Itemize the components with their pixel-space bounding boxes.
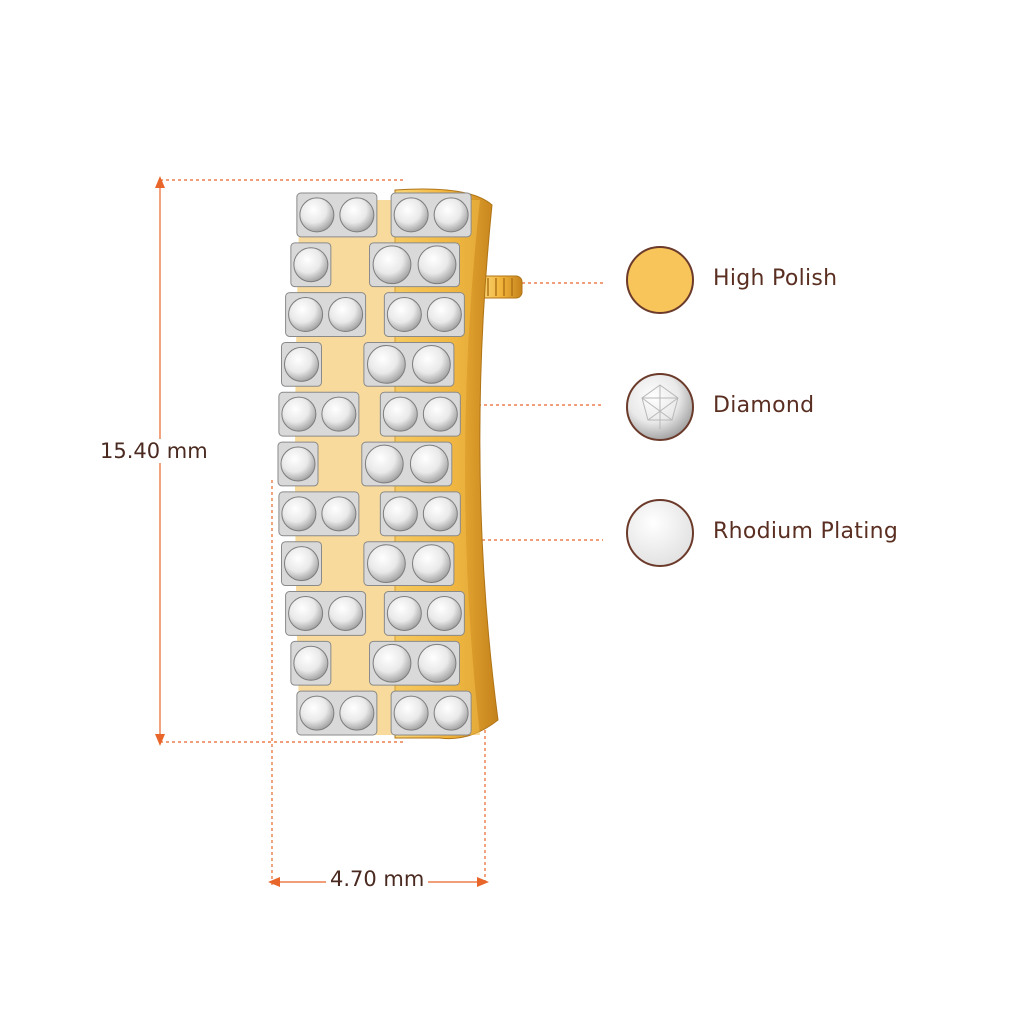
earring-post [479,275,523,299]
diamond-stone [293,247,329,283]
diamond-stone [386,297,422,333]
diamond-stone [281,496,317,532]
feature-label-diamond: Diamond [713,393,815,418]
diamond-stone [417,245,457,285]
diamond-stone [283,546,319,582]
diamond-stone [280,446,316,482]
rhodium-swatch-icon [626,499,694,567]
diamond-stone [382,496,418,532]
diamond-stone [299,197,335,233]
diamond-stone [283,346,319,382]
diamond-stone [328,297,364,333]
earring-body [277,188,523,740]
diamond-stone [339,695,375,731]
feature-label-high-polish: High Polish [713,266,838,291]
diamond-stone [422,396,458,432]
diamond-stone [366,544,406,584]
diamond-stone [422,496,458,532]
diamond-stone [328,595,364,631]
diamond-stone [321,496,357,532]
diamond-stone [339,197,375,233]
diamond-stone [288,595,324,631]
diamond-stone [393,695,429,731]
diamond-stone [382,396,418,432]
height-dimension-label: 15.40 mm [100,439,208,463]
diamond-stone [411,544,451,584]
diamond-stone [417,643,457,683]
diamond-stone [393,197,429,233]
diamond-stone [411,344,451,384]
feature-label-rhodium-plating: Rhodium Plating [713,519,899,544]
diamond-stone [281,396,317,432]
gold-swatch-icon [626,246,694,314]
diamond-stone [433,695,469,731]
diamond-stone [426,297,462,333]
diamond-stone [293,645,329,681]
diamond-stone [372,245,412,285]
diamond-stone [386,595,422,631]
diamond-stone [426,595,462,631]
diamond-stone [366,344,406,384]
legend-swatches [626,246,694,567]
dimension-arrowheads [155,176,489,887]
diamond-stone [364,444,404,484]
diamond-stone [433,197,469,233]
diamond-stone [372,643,412,683]
diamond-stone [409,444,449,484]
diamond-stone [288,297,324,333]
width-dimension-label: 4.70 mm [326,867,429,891]
diamond-stone [321,396,357,432]
diamond-stone [299,695,335,731]
